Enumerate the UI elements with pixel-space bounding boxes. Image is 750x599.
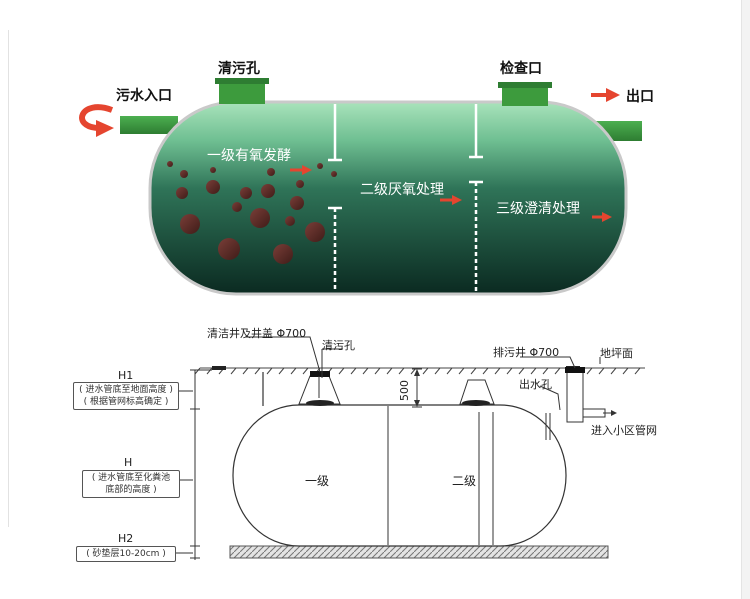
flow-arrows (79, 88, 620, 222)
depth-dimension (412, 368, 422, 408)
h1-title: H1 (118, 369, 134, 382)
outlet-pipe-bottom (582, 408, 606, 418)
outlet-label: 出口 (626, 89, 654, 105)
h2-note: ( 砂垫层10-20cm ) (76, 546, 176, 562)
stage2-label: 二级厌氧处理 (360, 182, 444, 198)
inspection-label: 检查口 (500, 61, 542, 77)
sludge-bubbles (167, 161, 337, 264)
h-note-line1: ( 进水管底至化粪池 (91, 473, 171, 483)
h1-note-line1: ( 进水管底至地面高度 ) (79, 385, 173, 395)
stage1-label: 一级有氧发酵 (207, 148, 291, 164)
h-title: H (124, 456, 133, 469)
depth-value-label: 500 (398, 380, 411, 401)
stage3-label: 三级澄清处理 (496, 201, 580, 217)
window-frame-left (0, 30, 9, 527)
well-base-1 (306, 400, 334, 406)
ground-label: 地坪面 (600, 347, 633, 360)
gravel-bed (229, 545, 609, 559)
well-cover-1 (310, 371, 330, 377)
height-dimension (170, 369, 212, 560)
h2-title: H2 (118, 532, 134, 545)
cleanout-label: 清污孔 (218, 61, 260, 77)
h1-note: ( 进水管底至地面高度 ) ( 根据管网标高确定 ) (73, 382, 179, 410)
chamber1-label: 一级 (305, 474, 330, 488)
h-note-line2: 底部的高度 ) (105, 485, 157, 495)
drain-well-cover (565, 367, 585, 373)
inspection-turret-cap (498, 82, 552, 88)
bottom-tank-body (232, 404, 567, 547)
well-base-2 (462, 400, 490, 406)
chamber2-label: 二级 (452, 474, 477, 488)
well-cover-label: 清洁井及井盖 Φ700 (207, 327, 307, 340)
window-frame-right (741, 0, 750, 599)
h2-note-line1: ( 砂垫层10-20cm ) (86, 549, 166, 559)
h1-note-line2: ( 根据管网标高确定 ) (83, 397, 169, 407)
network-label: 进入小区管网 (591, 424, 657, 437)
inlet-pipe (120, 116, 178, 134)
top-tank-body (148, 100, 628, 296)
top-partitions (328, 104, 483, 292)
bottom-outlet-label: 出水孔 (519, 378, 552, 391)
drain-well-label: 排污井 Φ700 (493, 346, 560, 359)
drain-well-shaft (566, 371, 584, 423)
leader-lines (245, 336, 601, 411)
inlet-label: 污水入口 (116, 88, 172, 104)
ground-marker-left (212, 366, 226, 370)
inspection-turret (502, 84, 548, 106)
bottom-cleanout-label: 清污孔 (322, 339, 355, 352)
cleanout-turret-cap (215, 78, 269, 84)
h-note: ( 进水管底至化粪池 底部的高度 ) (82, 470, 180, 498)
